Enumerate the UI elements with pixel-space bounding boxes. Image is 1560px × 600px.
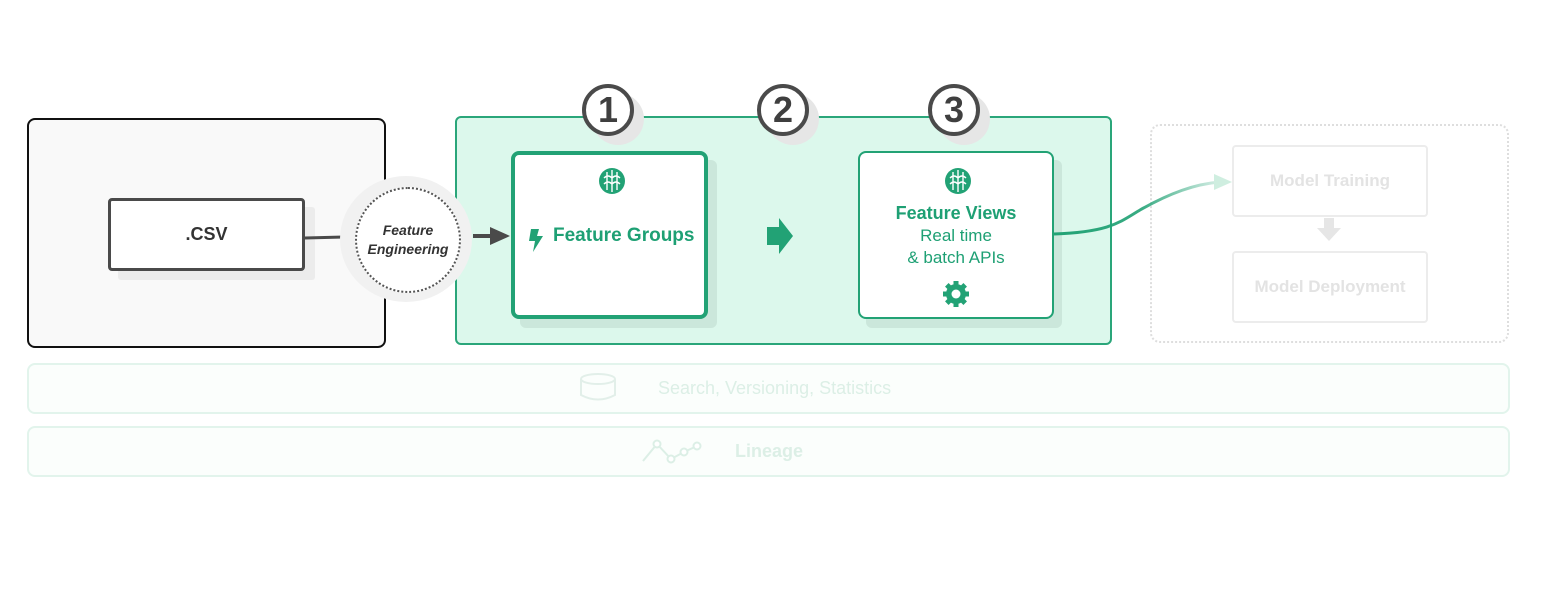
- lineage-label: Lineage: [735, 441, 804, 461]
- arrow-right-icon: [1214, 174, 1232, 190]
- arrow-right-icon: [767, 218, 793, 254]
- model-panel: [1150, 124, 1509, 343]
- step-3-badge: 3: [928, 84, 980, 136]
- feature-views-title: Feature Views: [895, 203, 1017, 223]
- hops-icon: [599, 168, 625, 194]
- fe-arrow-icon: [473, 227, 510, 245]
- feature-groups-label: Feature Groups: [553, 225, 695, 246]
- step-3-number: 3: [943, 89, 965, 130]
- hops-icon: [945, 168, 971, 194]
- step-1-number: 1: [597, 89, 619, 130]
- model-training-label: Model Training: [1270, 171, 1390, 190]
- lineage-icon: [642, 439, 702, 464]
- search-versioning-label: Search, Versioning, Statistics: [658, 378, 892, 398]
- step-1-badge: 1: [582, 84, 634, 136]
- csv-node[interactable]: .CSV: [108, 198, 305, 271]
- feature-engineering-line1: Feature: [382, 222, 434, 238]
- feature-views-subtitle-line1: Real time: [920, 226, 992, 245]
- model-deployment-node[interactable]: Model Deployment: [1232, 251, 1428, 323]
- feature-engineering-node[interactable]: Feature Engineering: [355, 187, 461, 293]
- database-icon: [580, 373, 616, 401]
- search-versioning-bar: [27, 363, 1510, 414]
- csv-label: .CSV: [185, 224, 228, 244]
- model-training-node[interactable]: Model Training: [1232, 145, 1428, 217]
- feature-views-subtitle-line2: & batch APIs: [907, 248, 1005, 267]
- arrow-down-icon: [1317, 218, 1341, 241]
- step-2-number: 2: [772, 89, 794, 130]
- step-2-badge: 2: [757, 84, 809, 136]
- csv-connector: [304, 235, 345, 240]
- gear-icon: [943, 281, 969, 307]
- feature-engineering-line2: Engineering: [367, 241, 449, 257]
- feature-views-subtitle: Real time & batch APIs: [858, 225, 1054, 269]
- lineage-bar: [27, 426, 1510, 477]
- feature-engineering-label: Feature Engineering: [368, 221, 449, 259]
- model-deployment-label: Model Deployment: [1254, 277, 1406, 296]
- feature-views-connector: [1053, 180, 1221, 236]
- lightning-icon: [529, 229, 543, 252]
